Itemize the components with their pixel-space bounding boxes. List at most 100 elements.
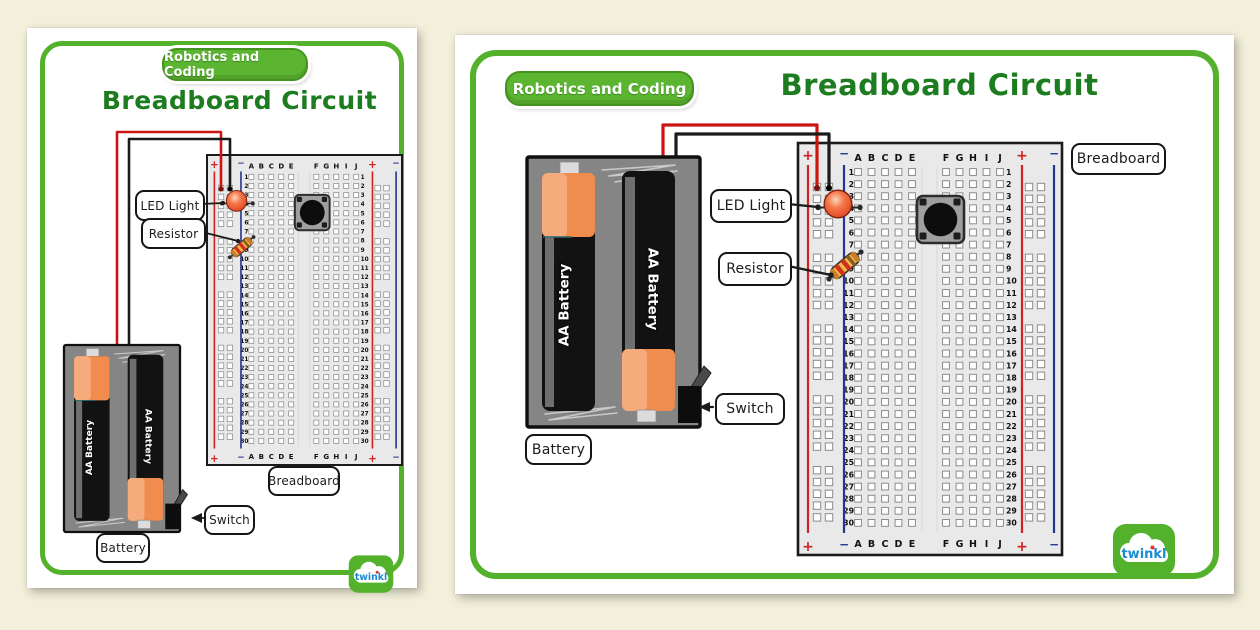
svg-text:D: D	[895, 153, 903, 164]
svg-text:18: 18	[240, 330, 248, 336]
svg-text:15: 15	[361, 302, 369, 308]
svg-text:14: 14	[843, 325, 854, 334]
svg-text:19: 19	[843, 386, 854, 395]
resistor-graphic	[826, 249, 864, 282]
svg-text:B: B	[259, 452, 264, 461]
svg-text:G: G	[323, 452, 329, 461]
svg-text:20: 20	[240, 348, 248, 354]
svg-text:14: 14	[240, 293, 248, 299]
svg-text:−: −	[237, 453, 244, 463]
svg-text:16: 16	[240, 311, 248, 317]
svg-text:23: 23	[1006, 434, 1017, 443]
svg-text:H: H	[333, 162, 339, 171]
svg-text:10: 10	[240, 257, 248, 263]
svg-text:F: F	[314, 162, 319, 171]
svg-text:1: 1	[361, 175, 365, 181]
pointer-line	[191, 513, 206, 523]
push-button-graphic	[293, 193, 331, 232]
svg-text:27: 27	[843, 482, 854, 491]
svg-text:F: F	[314, 452, 319, 461]
svg-text:7: 7	[849, 240, 854, 249]
svg-text:5: 5	[361, 211, 365, 217]
svg-text:23: 23	[361, 375, 369, 381]
svg-text:E: E	[289, 452, 294, 461]
svg-text:29: 29	[361, 430, 369, 436]
svg-text:+: +	[210, 453, 219, 465]
svg-text:24: 24	[240, 384, 248, 390]
svg-text:6: 6	[244, 220, 248, 226]
svg-text:21: 21	[240, 357, 248, 363]
svg-text:22: 22	[361, 366, 369, 372]
svg-text:3: 3	[849, 192, 854, 201]
svg-text:H: H	[969, 539, 977, 550]
svg-text:30: 30	[1006, 519, 1017, 528]
svg-text:4: 4	[1006, 204, 1012, 213]
svg-text:26: 26	[240, 403, 248, 409]
svg-text:19: 19	[361, 339, 369, 345]
svg-text:11: 11	[1006, 289, 1017, 298]
circuit-diagram: AABBCCDDEEFFGGHHIIJJ11223344556677889910…	[62, 130, 403, 534]
svg-text:12: 12	[843, 301, 854, 310]
label-led-light: LED Light	[135, 190, 205, 221]
svg-text:27: 27	[361, 412, 369, 418]
svg-text:12: 12	[240, 275, 248, 281]
label-led-light: LED Light	[710, 189, 792, 223]
svg-text:20: 20	[843, 398, 854, 407]
twinkl-logo: twinkl	[348, 554, 394, 594]
svg-text:25: 25	[843, 458, 854, 467]
svg-text:−: −	[1049, 147, 1059, 161]
svg-text:28: 28	[240, 421, 248, 427]
svg-text:B: B	[868, 153, 875, 164]
svg-text:26: 26	[843, 470, 854, 479]
page-title: Breadboard Circuit	[101, 86, 378, 115]
svg-text:E: E	[289, 162, 294, 171]
svg-text:−: −	[392, 159, 399, 169]
svg-text:28: 28	[1006, 495, 1017, 504]
svg-text:18: 18	[843, 374, 854, 383]
svg-text:13: 13	[1006, 313, 1017, 322]
svg-text:2: 2	[849, 180, 854, 189]
svg-text:C: C	[269, 452, 274, 461]
svg-text:7: 7	[244, 230, 248, 236]
svg-text:15: 15	[843, 337, 854, 346]
svg-text:C: C	[882, 539, 889, 550]
svg-text:6: 6	[1006, 228, 1011, 237]
svg-text:G: G	[956, 153, 964, 164]
wire-black	[674, 132, 831, 190]
svg-text:8: 8	[361, 239, 365, 245]
svg-text:−: −	[839, 538, 849, 552]
twinkl-logo: twinkl	[1112, 523, 1176, 577]
switch-graphic	[678, 365, 712, 423]
label-breadboard: Breadboard	[1071, 143, 1166, 175]
svg-text:15: 15	[240, 302, 248, 308]
svg-text:−: −	[237, 159, 244, 169]
svg-text:25: 25	[361, 393, 369, 399]
svg-text:B: B	[259, 162, 264, 171]
svg-text:A: A	[854, 153, 862, 164]
svg-text:13: 13	[240, 284, 248, 290]
svg-text:21: 21	[361, 357, 369, 363]
svg-text:28: 28	[361, 421, 369, 427]
logo-i-dot	[375, 570, 379, 574]
led-graphic	[219, 189, 255, 212]
svg-text:A: A	[249, 452, 255, 461]
svg-text:+: +	[368, 453, 377, 465]
label-resistor: Resistor	[141, 218, 206, 249]
switch-graphic	[165, 488, 189, 530]
svg-text:14: 14	[361, 293, 369, 299]
svg-text:2: 2	[244, 184, 248, 190]
svg-text:25: 25	[240, 393, 248, 399]
svg-text:5: 5	[244, 211, 248, 217]
svg-text:−: −	[839, 147, 849, 161]
svg-text:27: 27	[240, 412, 248, 418]
pointer-line	[786, 264, 834, 278]
svg-text:28: 28	[843, 495, 854, 504]
svg-text:29: 29	[240, 430, 248, 436]
svg-text:13: 13	[843, 313, 854, 322]
svg-text:B: B	[868, 539, 875, 550]
label-breadboard: Breadboard	[268, 466, 340, 496]
svg-text:8: 8	[1006, 253, 1011, 262]
svg-text:24: 24	[1006, 446, 1017, 455]
